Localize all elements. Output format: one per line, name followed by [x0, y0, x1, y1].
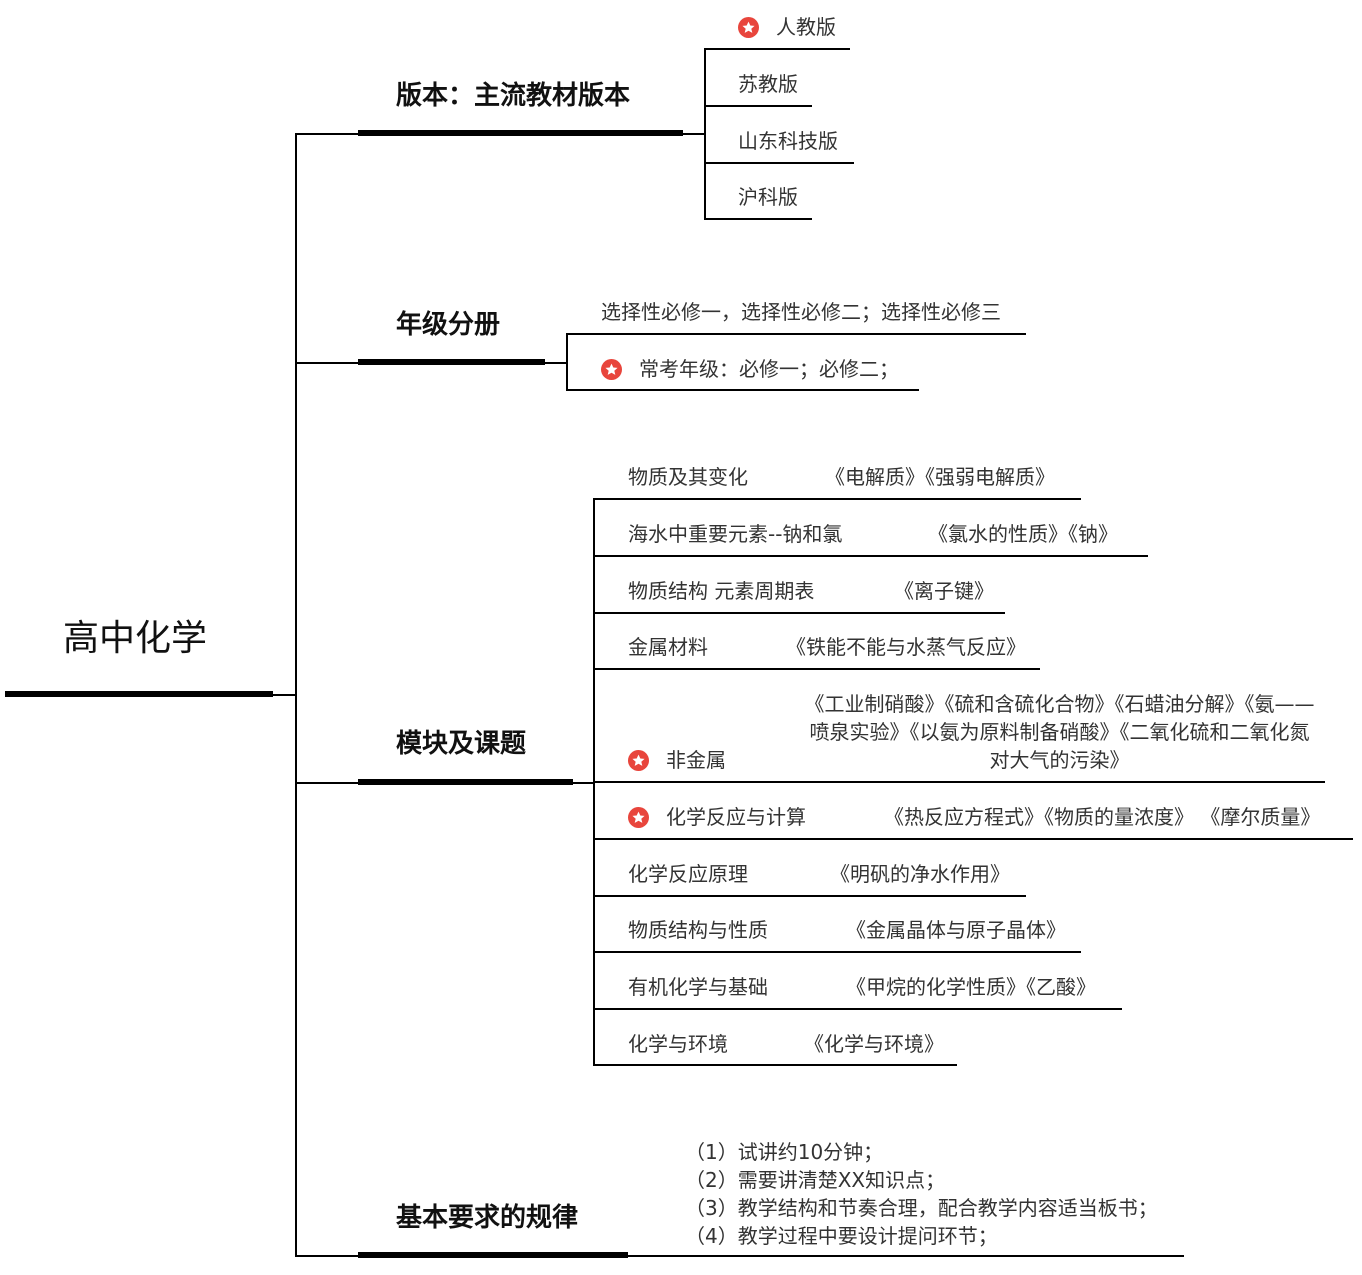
leaf-underline: [704, 105, 812, 107]
star-icon: [628, 750, 649, 771]
leaf-renjiao[interactable]: 人教版: [776, 15, 836, 39]
module-label[interactable]: 物质结构与性质: [628, 918, 768, 942]
leaf-underline: [593, 668, 1040, 670]
module-topic: 《热反应方程式》《物质的量浓度》 《摩尔质量》: [884, 805, 1321, 829]
requirement-item[interactable]: （2）需要讲清楚XX知识点；: [685, 1168, 946, 1192]
branch-requirements[interactable]: 基本要求的规律: [396, 1203, 579, 1233]
branch-connector: [295, 1255, 359, 1257]
leaf-underline: [627, 1255, 1184, 1257]
branch-connector: [295, 133, 359, 135]
branch-trunk: [704, 48, 706, 219]
branch-underline: [358, 1252, 628, 1258]
module-label[interactable]: 金属材料: [628, 635, 708, 659]
leaf-underline: [593, 1064, 957, 1066]
leaf-underline: [593, 838, 1353, 840]
module-label[interactable]: 化学反应原理: [628, 862, 748, 886]
module-topic: 《工业制硝酸》《硫和含硫化合物》《石蜡油分解》《氨——喷泉实验》《以氨为原料制备…: [804, 692, 1315, 772]
module-label[interactable]: 物质及其变化: [628, 465, 748, 489]
leaf-underline: [566, 333, 1026, 335]
branch-connector: [295, 782, 359, 784]
leaf-underline: [704, 218, 812, 220]
module-topic: 《电解质》《强弱电解质》: [825, 465, 1055, 489]
module-topic: 《明矾的净水作用》: [830, 862, 1010, 886]
star-icon: [628, 807, 649, 828]
module-topic: 《甲烷的化学性质》《乙酸》: [846, 975, 1096, 999]
leaf-underline: [593, 498, 1081, 500]
branch-underline: [358, 779, 573, 785]
requirement-item[interactable]: （1）试讲约10分钟；: [685, 1140, 884, 1164]
module-topic: 《化学与环境》: [804, 1032, 944, 1056]
leaf-common-grade[interactable]: 常考年级：必修一；必修二；: [639, 357, 899, 381]
leaf-shandong[interactable]: 山东科技版: [738, 129, 838, 153]
leaf-underline: [593, 1008, 1122, 1010]
leaf-underline: [593, 951, 1081, 953]
branch-connector: [572, 782, 594, 784]
module-label[interactable]: 有机化学与基础: [628, 975, 768, 999]
requirement-item[interactable]: （3）教学结构和节奏合理，配合教学内容适当板书；: [685, 1196, 1158, 1220]
branch-version[interactable]: 版本：主流教材版本: [396, 81, 631, 111]
branch-trunk: [566, 333, 568, 390]
module-topic: 《铁能不能与水蒸气反应》: [786, 635, 1026, 659]
module-topic: 《金属晶体与原子晶体》: [846, 918, 1066, 942]
branch-modules[interactable]: 模块及课题: [396, 729, 527, 759]
branch-connector: [295, 362, 359, 364]
branch-connector: [682, 133, 705, 135]
module-label[interactable]: 非金属: [666, 748, 726, 772]
leaf-huke[interactable]: 沪科版: [738, 185, 798, 209]
leaf-elective[interactable]: 选择性必修一，选择性必修二；选择性必修三: [601, 300, 1001, 324]
branch-underline: [358, 359, 545, 365]
module-label[interactable]: 海水中重要元素--钠和氯: [628, 522, 843, 546]
module-label[interactable]: 化学与环境: [628, 1032, 728, 1056]
module-label[interactable]: 化学反应与计算: [666, 805, 806, 829]
star-icon: [601, 359, 622, 380]
requirement-item[interactable]: （4）教学过程中要设计提问环节；: [685, 1224, 998, 1248]
main-trunk: [295, 133, 297, 1256]
leaf-underline: [593, 612, 1005, 614]
leaf-sujiao[interactable]: 苏教版: [738, 72, 798, 96]
root-topic[interactable]: 高中化学: [63, 618, 208, 659]
branch-underline: [358, 130, 683, 136]
leaf-underline: [593, 555, 1148, 557]
module-topic: 《氯水的性质》《钠》: [928, 522, 1118, 546]
leaf-underline: [704, 162, 854, 164]
module-label[interactable]: 物质结构 元素周期表: [628, 579, 815, 603]
module-topic: 《离子键》: [894, 579, 994, 603]
leaf-underline: [593, 895, 1026, 897]
root-connector: [272, 694, 296, 696]
leaf-underline: [566, 389, 919, 391]
branch-connector: [544, 362, 567, 364]
root-underline: [5, 691, 273, 697]
branch-grade[interactable]: 年级分册: [396, 310, 501, 340]
leaf-underline: [593, 781, 1325, 783]
leaf-underline: [704, 48, 850, 50]
star-icon: [738, 17, 759, 38]
